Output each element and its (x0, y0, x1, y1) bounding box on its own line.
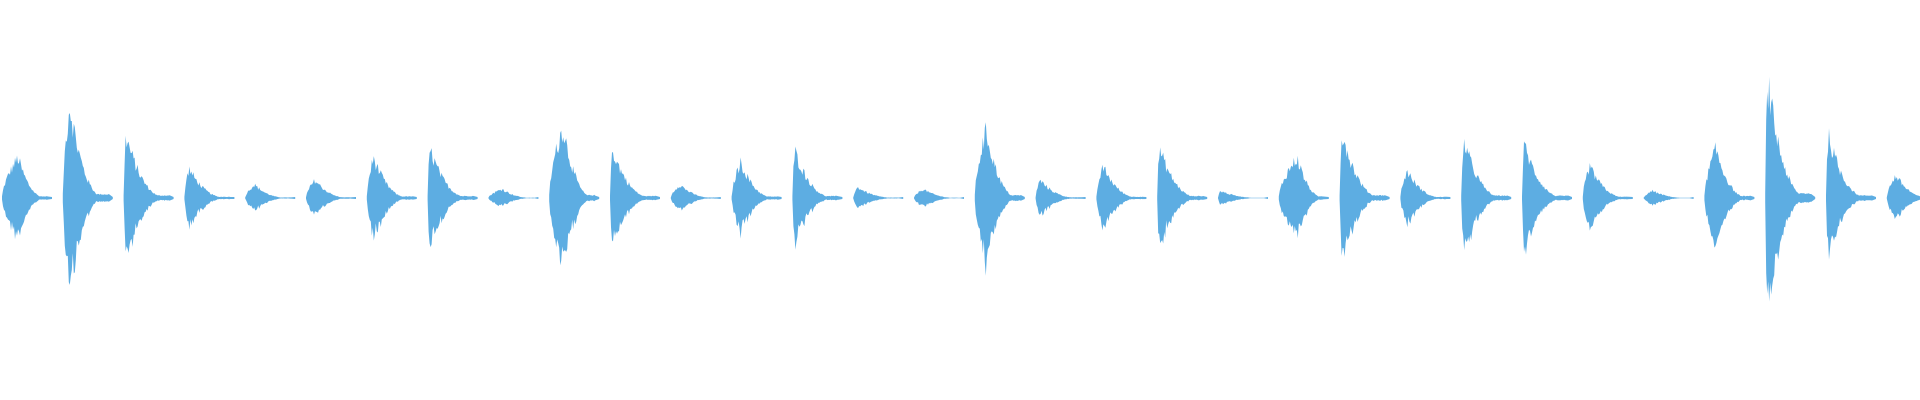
waveform-clip (1218, 191, 1268, 205)
waveform-clip (245, 183, 296, 211)
waveform-clip (1826, 128, 1876, 260)
waveform-clip (1704, 142, 1755, 248)
waveform-clip (1035, 179, 1086, 216)
waveform-clip (974, 122, 1025, 276)
waveform-clip (1522, 141, 1572, 255)
waveform-clip (366, 156, 417, 241)
waveform-clip (1400, 170, 1451, 228)
waveform-clip (1461, 138, 1512, 251)
waveform-clip (1643, 189, 1694, 206)
waveform-clip (670, 186, 721, 211)
waveform-clip (1096, 164, 1147, 231)
waveform-clips (2, 76, 1920, 302)
waveform-clip (853, 187, 904, 208)
waveform-clip (2, 155, 52, 240)
waveform-clip (1765, 76, 1816, 302)
waveform-clip (184, 166, 235, 230)
waveform-clip (914, 189, 964, 207)
waveform-clip (123, 135, 174, 253)
waveform-clip (610, 152, 660, 242)
waveform-clip (1278, 155, 1329, 239)
waveform-clip (549, 130, 600, 266)
waveform-clip (1582, 163, 1633, 231)
waveform-clip (792, 146, 843, 250)
waveform-clip (1886, 175, 1920, 219)
waveform-clip (62, 113, 113, 285)
waveform-clip (1157, 147, 1208, 244)
waveform-clip (306, 179, 356, 215)
waveform-clip (1339, 140, 1390, 257)
waveform-clip (488, 189, 539, 207)
waveform-clip (731, 157, 782, 239)
waveform-clip (427, 148, 478, 248)
